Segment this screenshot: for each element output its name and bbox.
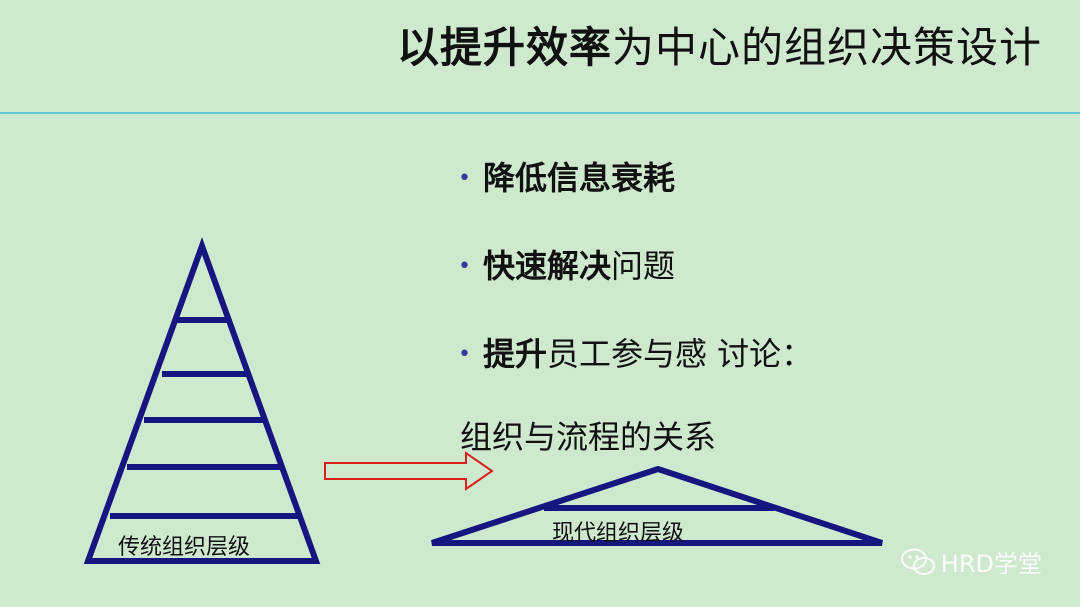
bullet-dot-icon: • — [458, 254, 471, 279]
watermark: HRD学堂 — [900, 544, 1042, 579]
bullet-item: • 快速解决问题 — [458, 244, 675, 289]
slide-title: 以提升效率为中心的组织决策设计 — [397, 18, 1042, 78]
watermark-text: HRD学堂 — [940, 550, 1042, 578]
title-divider — [0, 112, 1080, 114]
transition-arrow-icon — [324, 451, 494, 491]
bullet-dot-icon: • — [458, 342, 471, 367]
bullet-text: 问题 — [611, 247, 676, 285]
traditional-pyramid-outline — [83, 237, 321, 564]
title-normal-part: 为中心的组织决策设计 — [611, 23, 1042, 72]
bullet-dot-icon: • — [458, 166, 471, 191]
bullet-item: • 提升员工参与感 讨论： — [458, 332, 813, 377]
bullet-bold-text: 提升 — [482, 335, 547, 373]
bullet-item: • 降低信息衰耗 — [458, 156, 675, 201]
traditional-pyramid-label: 传统组织层级 — [118, 535, 251, 560]
wechat-icon — [900, 548, 935, 575]
subheading: 组织与流程的关系 — [460, 418, 717, 456]
bullet-text: 员工参与感 讨论： — [547, 335, 814, 373]
bullet-bold-text: 降低信息衰耗 — [482, 159, 675, 197]
modern-pyramid — [431, 465, 883, 546]
bullet-bold-text: 快速解决 — [482, 247, 611, 285]
title-bold-part: 以提升效率 — [396, 23, 612, 72]
modern-pyramid-label: 现代组织层级 — [552, 521, 685, 546]
traditional-pyramid — [83, 237, 321, 564]
